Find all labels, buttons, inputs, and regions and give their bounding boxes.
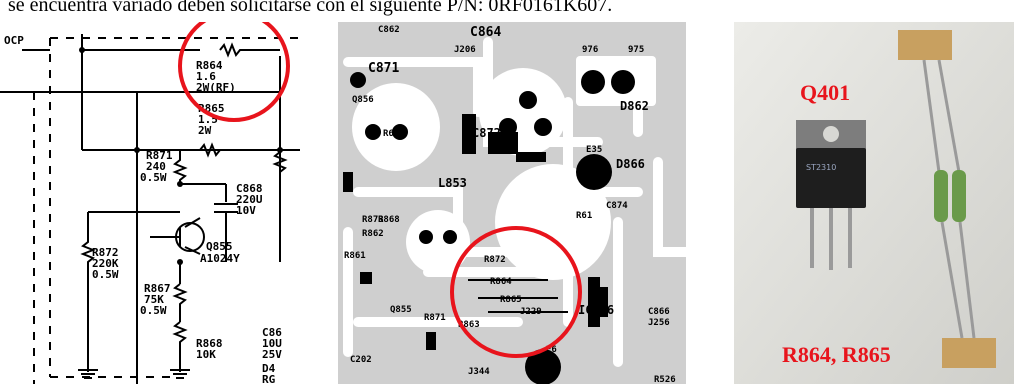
- q855-part: A1024Y: [200, 252, 240, 265]
- pcb-label-ic856: IC856: [578, 303, 614, 317]
- q401-label: Q401: [800, 80, 850, 105]
- c86x-value: 10U: [262, 337, 282, 350]
- pcb-label-r863: R863: [458, 320, 480, 330]
- r864-value: 1.6: [196, 70, 216, 83]
- pcb-label-r66: R66: [383, 129, 399, 139]
- r872-rating: 0.5W: [92, 268, 119, 281]
- r871-value: 240: [146, 160, 166, 173]
- c868-name: C868: [236, 182, 263, 195]
- ocp-label: OCP: [4, 34, 24, 47]
- pcb-label-c864: C864: [470, 25, 501, 40]
- r864-name: R864: [196, 59, 223, 72]
- pcb-label-r873: R873: [362, 215, 384, 225]
- d4-value: RG: [262, 373, 276, 384]
- pcb-label-l853: L853: [438, 176, 467, 190]
- r871-name: R871: [146, 149, 173, 162]
- pcb-label-c872: C872: [472, 126, 501, 140]
- q855-name: Q855: [206, 240, 233, 253]
- pcb-label-976: 976: [582, 45, 598, 55]
- pcb-label-c871: C871: [368, 61, 399, 76]
- pcb-label-j256: J256: [648, 318, 670, 328]
- highlight-circle-schematic: [178, 22, 290, 122]
- pcb-label-c862: C862: [378, 25, 400, 35]
- resistors-label: R864, R865: [782, 342, 891, 367]
- pcb-label-r526: R526: [654, 375, 676, 384]
- r867-rating: 0.5W: [140, 304, 167, 317]
- transistor-q401: ST2310: [796, 120, 866, 270]
- resistors-r864-r865: [898, 30, 996, 368]
- r865-rating: 2W: [198, 124, 212, 137]
- schematic-diagram: OCP R864 1.6 2W(RF) R865 1.5 2W R871 240…: [0, 22, 300, 384]
- pcb-label-c874: C874: [606, 201, 628, 211]
- pcb-label-q855: Q855: [390, 305, 412, 315]
- c868-rating: 10V: [236, 204, 256, 217]
- pcb-layout: C862 C864 C871 Q856 D862 D866 C872 L853 …: [338, 22, 686, 384]
- pcb-label-r865: R865: [500, 295, 522, 305]
- r867-value: 75K: [144, 293, 164, 306]
- pcb-label-q856: Q856: [352, 95, 374, 105]
- c86x-name: C86: [262, 326, 282, 339]
- highlight-circle-pcb: [450, 226, 582, 358]
- r868-value: 10K: [196, 348, 216, 361]
- pcb-label-d866: D866: [616, 157, 645, 171]
- c868-value: 220U: [236, 193, 263, 206]
- pcb-label-r872: R872: [484, 255, 506, 265]
- pcb-label-r862: R862: [362, 229, 384, 239]
- c86x-rating: 25V: [262, 348, 282, 361]
- pcb-label-r868: R868: [378, 215, 400, 225]
- r867-name: R867: [144, 282, 171, 295]
- r872-value: 220K: [92, 257, 119, 270]
- r868-name: R868: [196, 337, 223, 350]
- pcb-label-r61: R61: [576, 211, 592, 221]
- component-photo: ST2310 Q401 R864, R865: [734, 22, 1014, 384]
- d4-name: D4: [262, 362, 276, 375]
- pcb-label-e6: E6: [546, 345, 557, 355]
- pcb-label-975: 975: [628, 45, 644, 55]
- pcb-label-e35: E35: [586, 145, 602, 155]
- header-text: se encuentra variado deben solicitarse c…: [8, 0, 613, 16]
- pcb-label-j344: J344: [468, 367, 490, 377]
- transistor-marking: ST2310: [806, 163, 836, 172]
- r871-rating: 0.5W: [140, 171, 167, 184]
- pcb-label-j206: J206: [454, 45, 476, 55]
- pcb-label-c866: C866: [648, 307, 670, 317]
- pcb-label-r871: R871: [424, 313, 446, 323]
- pcb-label-d862: D862: [620, 99, 649, 113]
- r864-rating: 2W(RF): [196, 81, 236, 94]
- pcb-label-r861: R861: [344, 251, 366, 261]
- r872-name: R872: [92, 246, 119, 259]
- pcb-label-r864: R864: [490, 277, 512, 287]
- pcb-label-c202: C202: [350, 355, 372, 365]
